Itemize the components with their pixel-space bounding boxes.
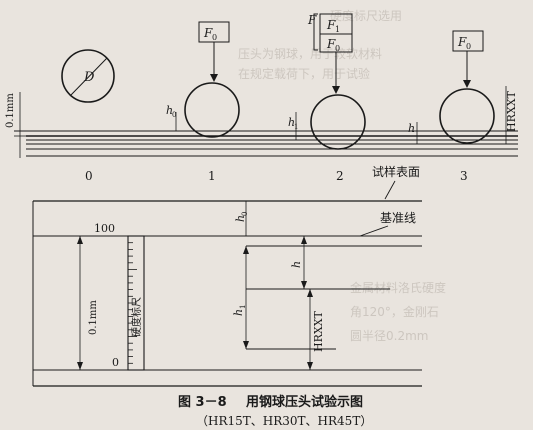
svg-text:在规定载荷下，用于试验: 在规定载荷下，用于试验 bbox=[238, 66, 370, 81]
scale-100-label: 100 bbox=[94, 222, 115, 235]
svg-text:HRXXT: HRXXT bbox=[505, 90, 518, 132]
svg-text:圆半径0.2mm: 圆半径0.2mm bbox=[350, 329, 428, 343]
svg-text:F: F bbox=[326, 37, 336, 51]
svg-text:压头为钢球，用于较软材料: 压头为钢球，用于较软材料 bbox=[238, 46, 382, 61]
hardness-scale-ticks bbox=[128, 235, 137, 371]
svg-text:0: 0 bbox=[212, 33, 217, 42]
background-bleed-text: 硬度标尺选用 压头为钢球，用于较软材料 在规定载荷下，用于试验 金属材料洛氏硬度… bbox=[238, 8, 446, 343]
svg-text:硬度标尺选用: 硬度标尺选用 bbox=[330, 8, 402, 23]
top-dim-01mm: 0.1mm bbox=[5, 93, 16, 128]
bottom-diagram: 100 0 0.1mm 硬度标尺 h 0 h 1 h HRXXT bbox=[32, 200, 422, 387]
svg-text:h: h bbox=[290, 261, 303, 268]
svg-text:1: 1 bbox=[294, 123, 298, 131]
bottom-dim-01mm: 0.1mm bbox=[88, 300, 99, 335]
svg-text:F: F bbox=[307, 13, 317, 27]
svg-text:1: 1 bbox=[239, 305, 247, 309]
diameter-label-D: D bbox=[83, 70, 95, 85]
caption-number: 图 3－8 bbox=[178, 395, 227, 410]
svg-text:F: F bbox=[457, 35, 467, 49]
top-diagram: 0.1mm D F 0 h 0 F F 1 F 0 h 1 F 0 bbox=[5, 13, 518, 200]
svg-text:角120°，金刚石: 角120°，金刚石 bbox=[350, 304, 439, 319]
svg-text:0: 0 bbox=[172, 111, 176, 119]
stage-0-label: 0 bbox=[85, 169, 93, 183]
svg-text:0: 0 bbox=[335, 44, 340, 53]
stage-3-label: 3 bbox=[460, 169, 468, 183]
svg-text:F: F bbox=[326, 18, 336, 32]
baseline-label: 基准线 bbox=[380, 211, 416, 225]
caption-subtitle: （HR15T、HR30T、HR45T） bbox=[196, 414, 372, 428]
stage-2-label: 2 bbox=[336, 169, 344, 183]
svg-text:h: h bbox=[234, 215, 247, 222]
hardness-scale-label: 硬度标尺 bbox=[130, 297, 143, 337]
svg-text:F: F bbox=[203, 26, 213, 40]
svg-text:0: 0 bbox=[241, 212, 249, 216]
force-box-stage-3 bbox=[452, 30, 484, 52]
ball-stage-2 bbox=[310, 94, 366, 150]
caption-title: 用钢球压头试验示图 bbox=[245, 394, 363, 410]
svg-text:h: h bbox=[166, 104, 173, 117]
ball-stage-3 bbox=[439, 88, 495, 144]
svg-text:h: h bbox=[288, 116, 295, 129]
stage-1-label: 1 bbox=[208, 169, 216, 183]
specimen-surface-label: 试样表面 bbox=[372, 164, 420, 179]
svg-text:h: h bbox=[408, 122, 415, 135]
svg-text:1: 1 bbox=[335, 25, 340, 34]
ball-stage-1 bbox=[184, 82, 240, 138]
svg-text:h: h bbox=[232, 309, 245, 316]
svg-text:金属材料洛氏硬度: 金属材料洛氏硬度 bbox=[350, 280, 446, 295]
svg-text:0: 0 bbox=[466, 42, 471, 51]
scale-0-label: 0 bbox=[112, 356, 119, 369]
caption: 图 3－8 用钢球压头试验示图 （HR15T、HR30T、HR45T） bbox=[178, 394, 372, 428]
ball-stage-0 bbox=[61, 49, 115, 103]
svg-text:HRXXT: HRXXT bbox=[312, 310, 325, 352]
